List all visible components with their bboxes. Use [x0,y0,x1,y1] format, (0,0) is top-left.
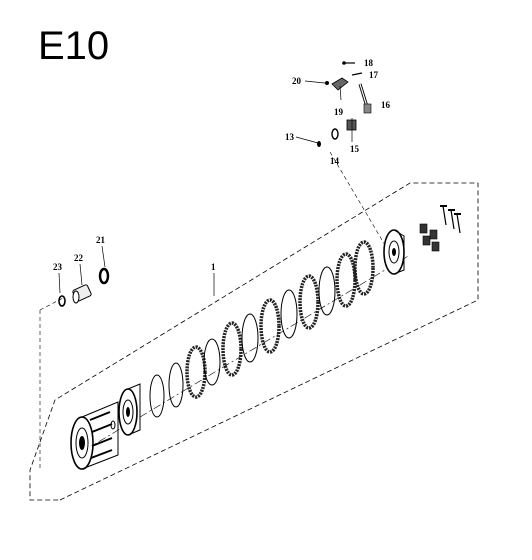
leader-line-20 [304,80,326,84]
pressure-plate [383,229,405,275]
clutch-springs [419,223,440,252]
leader-line-sub-top [39,296,66,311]
plate-friction-5 [335,252,357,308]
clutch-bolts [440,205,461,234]
callout-1: 1 [211,262,216,272]
callout-20: 20 [292,76,302,86]
plate-friction-2 [221,321,243,377]
diagram-title: E10 [38,24,110,68]
leader-line-21 [101,245,106,268]
leader-line-13 [295,136,319,144]
callout-23: 23 [53,262,63,272]
part-16-rod [358,83,372,114]
leader-line-23 [58,272,61,294]
callout-19: 19 [334,107,344,117]
part-15-bearing [346,118,357,142]
plate-friction-3 [259,298,281,354]
callout-17: 17 [369,70,379,80]
callout-15: 15 [350,144,360,154]
callout-16: 16 [381,100,391,110]
clutch-hub [118,383,141,436]
plate-friction-1 [185,345,207,399]
part-13-pin [317,141,321,147]
callout-22: 22 [74,253,84,263]
part-23-washer [58,295,66,307]
plate-steel-2 [168,362,184,408]
callout-21: 21 [96,235,106,245]
clutch-basket [70,401,119,470]
part-21-bearing [98,267,110,285]
plate-steel-4 [241,313,259,363]
thrust-washer [110,420,116,430]
callout-18: 18 [364,58,374,68]
part-17-spring [351,72,363,76]
callout-14: 14 [330,156,340,166]
plate-steel-6 [318,266,336,316]
plate-steel-1 [149,374,165,418]
callout-13: 13 [285,132,295,142]
plate-steel-3 [203,338,221,386]
plate-steel-5 [280,289,298,339]
plate-friction-6 [353,240,375,296]
part-14-washer [331,128,339,140]
part-19-lever [331,77,349,101]
leader-line-22 [79,263,83,286]
plate-friction-4 [298,274,320,330]
part-20-screw [325,81,329,85]
part-18-bolt [342,61,355,65]
assembly-outline [29,182,479,501]
part-22-sleeve [72,284,92,304]
